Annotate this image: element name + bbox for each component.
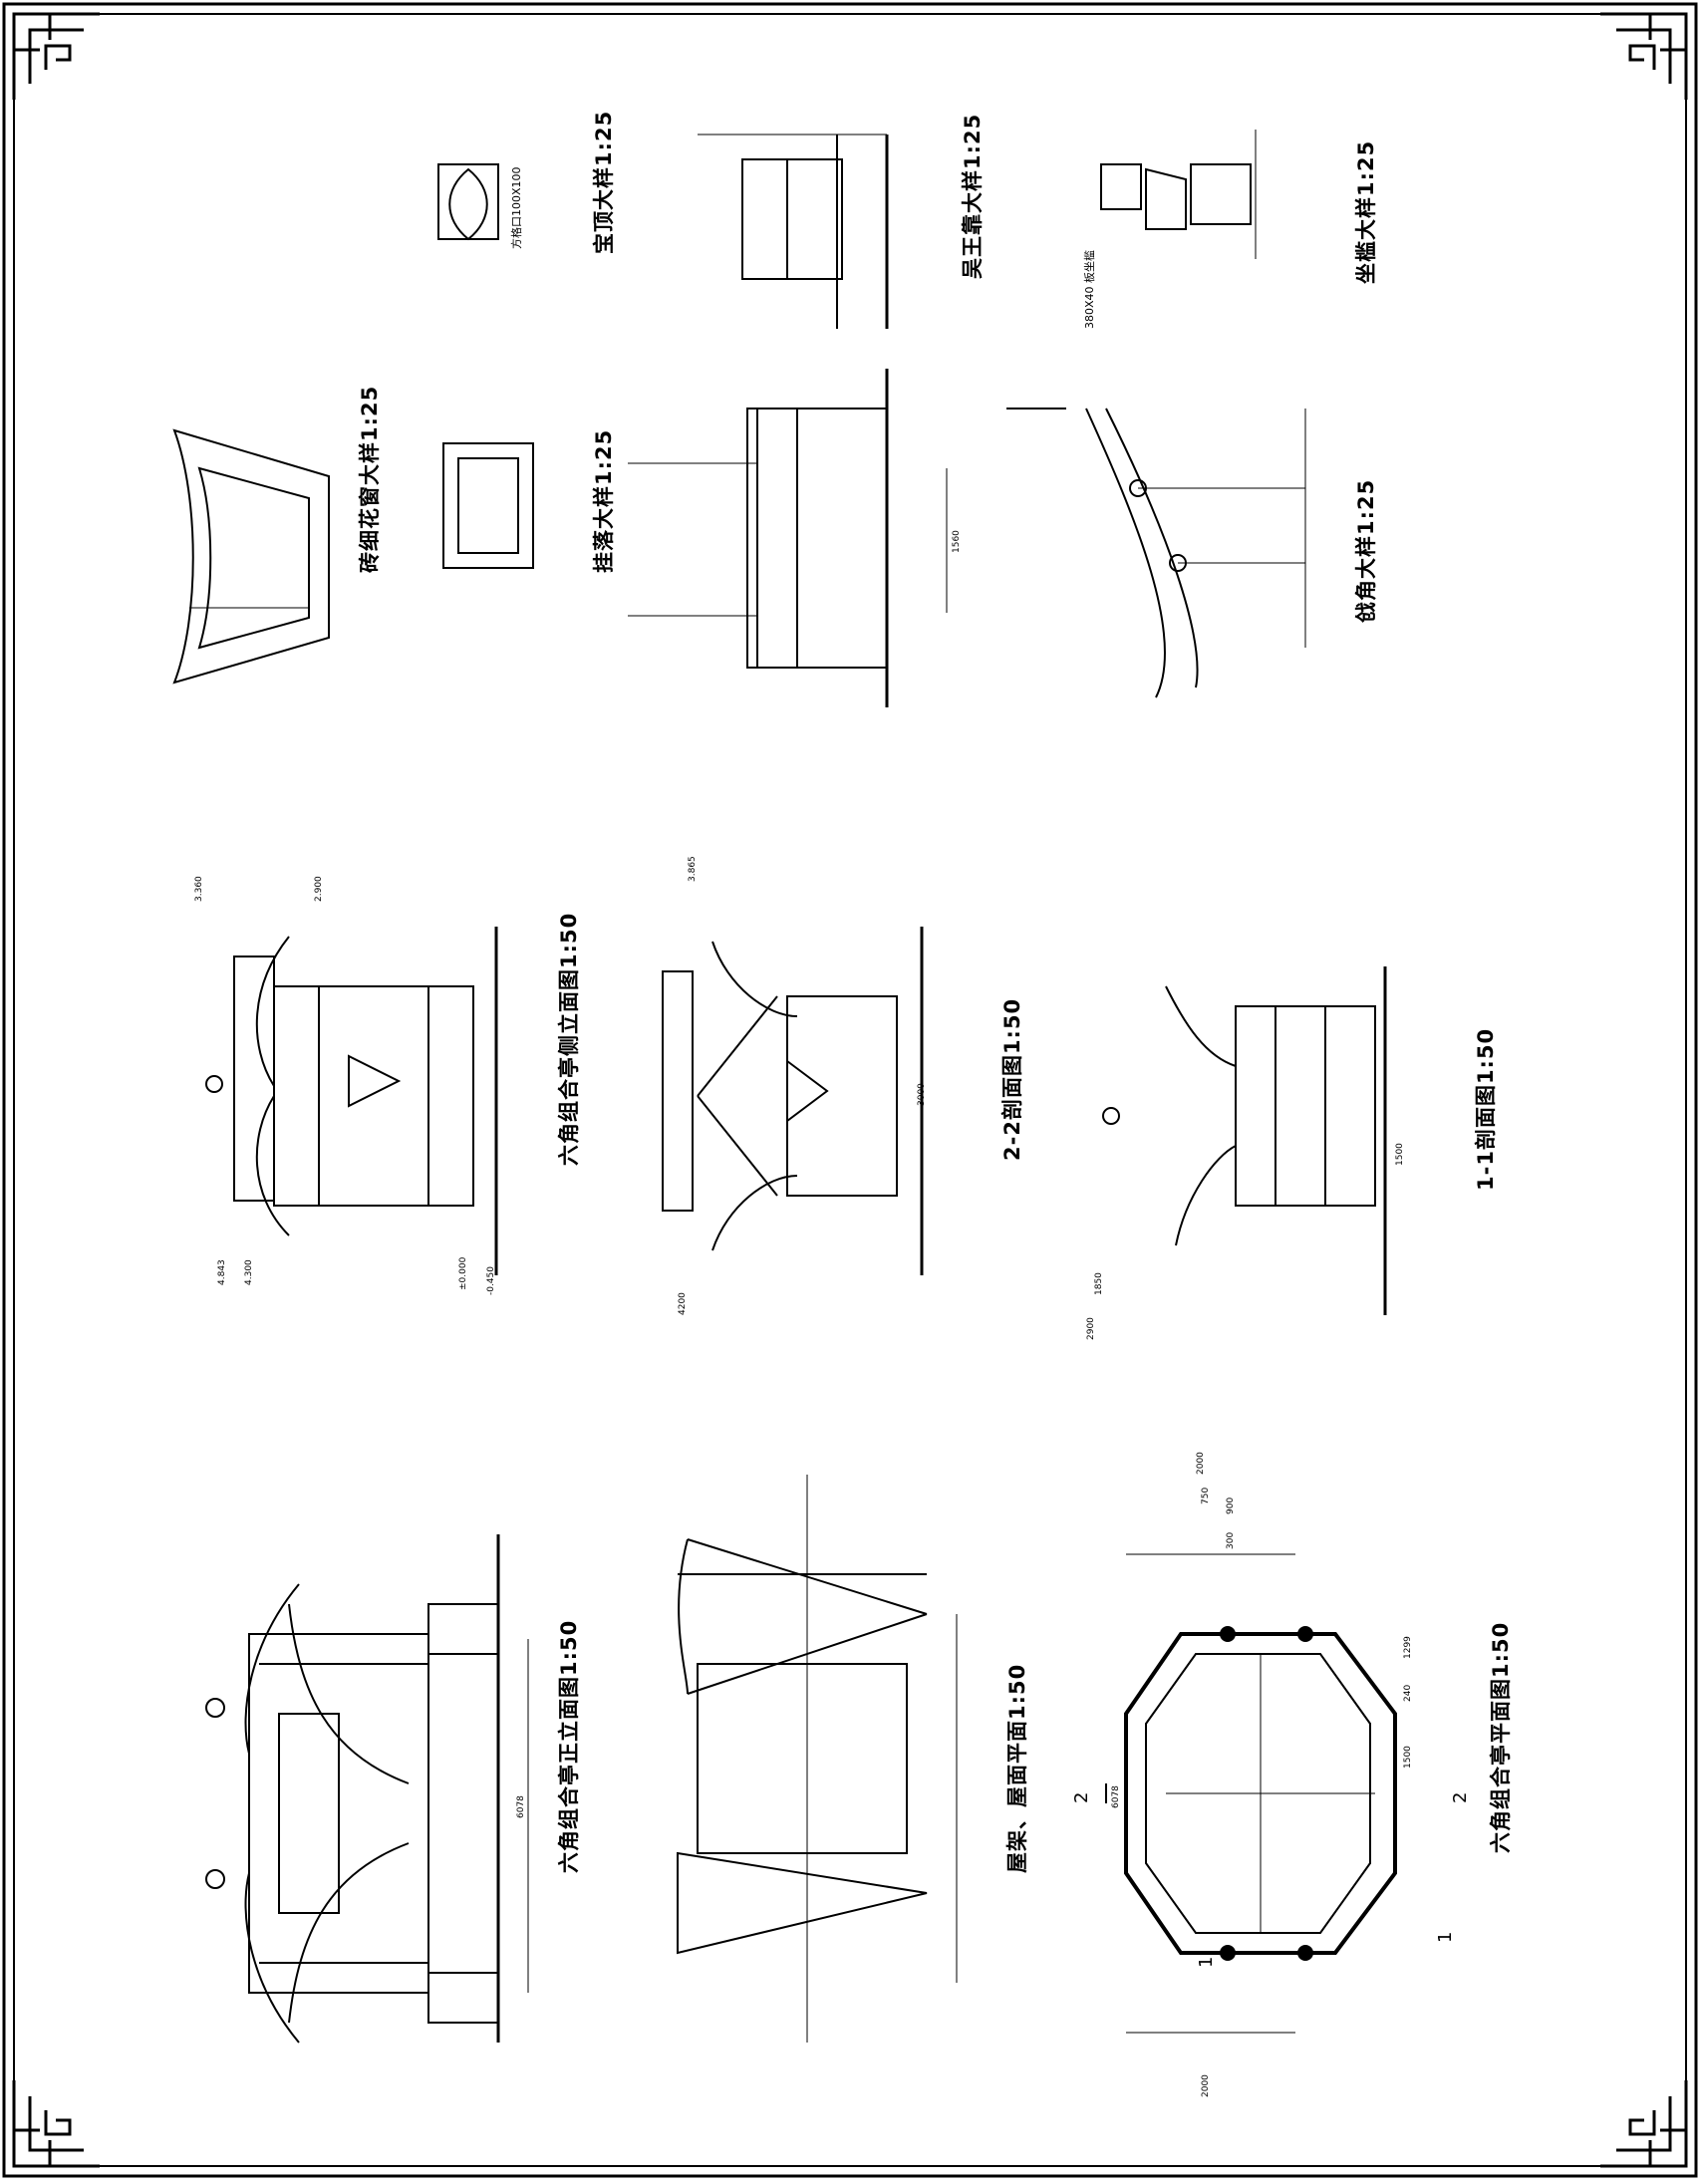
elev-0-dim: ±0.000	[458, 1256, 468, 1290]
section-cut-1-left: 1	[1196, 1956, 1217, 1968]
front-overall-dim: 6078	[516, 1795, 526, 1818]
elev-4843-dim: 4.843	[217, 1259, 227, 1285]
bench-timber-note: 380X40 板坐槛	[1083, 249, 1096, 329]
meiren-kao-drawing	[698, 134, 889, 329]
meiren-kao-title: 吴王靠大样1:25	[961, 113, 985, 279]
plan-1500-dim: 1500	[1403, 1746, 1413, 1769]
plan-1299-dim: 1299	[1403, 1636, 1413, 1659]
section-cut-1-right: 1	[1435, 1931, 1456, 1943]
hanging-fascia-drawing	[628, 369, 948, 707]
section-1850-dim: 1850	[1094, 1272, 1104, 1295]
plan-240-dim: 240	[1403, 1684, 1413, 1702]
brick-window-title: 砖细花窗大样1:25	[358, 385, 382, 573]
plan-title: 六角组合亭平面图1:50	[1489, 1621, 1513, 1853]
flying-corner-drawing	[1006, 408, 1306, 698]
section-4200-dim: 4200	[678, 1292, 688, 1315]
section-1-1-drawing	[1102, 966, 1387, 1315]
brick-window-drawing	[172, 428, 534, 684]
section-1-1-title: 1-1剖面图1:50	[1474, 1027, 1498, 1191]
hanging-1560-dim: 1560	[952, 530, 962, 553]
finial-drawing	[437, 163, 499, 241]
side-elevation-title: 六角组合亭侧立面图1:50	[557, 912, 581, 1166]
hanging-fascia-title: 挂落大样1:25	[592, 428, 616, 573]
corner-ornament-bottom-left	[12, 2080, 100, 2168]
roof-frame-plan-title: 屋架、屋面平面1:50	[1005, 1663, 1029, 1873]
corner-ornament-top-left	[12, 12, 100, 100]
elev-m450-dim: -0.450	[486, 1265, 496, 1295]
section-2-2-drawing	[662, 927, 924, 1275]
plan-2000-bottom: 2000	[1201, 2074, 1211, 2097]
roof-frame-plan-drawing	[677, 1475, 958, 2043]
plan-750-dim: 750	[1201, 1487, 1211, 1504]
finial-title: 宝顶大样1:25	[592, 110, 616, 254]
section-cut-2-top: 2	[1071, 1791, 1092, 1803]
section-cut-2-bottom: 2	[1450, 1791, 1471, 1803]
elev-4300-dim: 4.300	[244, 1259, 254, 1285]
elev-2900-dim: 2.900	[314, 876, 324, 902]
flying-corner-title: 戗角大样1:25	[1354, 478, 1378, 623]
plan-300-dim: 300	[1226, 1531, 1236, 1549]
plan-900-dim: 900	[1226, 1497, 1236, 1514]
side-elevation-drawing	[205, 927, 498, 1275]
elev-3865-dim: 3.865	[688, 856, 698, 882]
elev-3360-dim: 3.360	[194, 876, 204, 902]
plan-overall-dim: 6078	[1111, 1785, 1121, 1808]
section-1500-dim: 1500	[1395, 1143, 1405, 1166]
front-elevation-title: 六角组合亭正立面图1:50	[557, 1619, 581, 1873]
section-3000-dim: 3000	[917, 1083, 927, 1106]
window-size-note: 方格口100X100	[510, 166, 523, 249]
plan-drawing	[1105, 1553, 1397, 2034]
section-2900-dim: 2900	[1086, 1317, 1096, 1340]
plan-2000-top: 2000	[1196, 1452, 1206, 1475]
bench-drawing	[1100, 130, 1257, 259]
bench-title: 坐槛大样1:25	[1354, 139, 1378, 284]
front-elevation-drawing	[205, 1534, 529, 2044]
corner-ornament-bottom-right	[1600, 2080, 1688, 2168]
inner-border	[13, 13, 1687, 2167]
section-2-2-title: 2-2剖面图1:50	[1000, 997, 1024, 1161]
corner-ornament-top-right	[1600, 12, 1688, 100]
